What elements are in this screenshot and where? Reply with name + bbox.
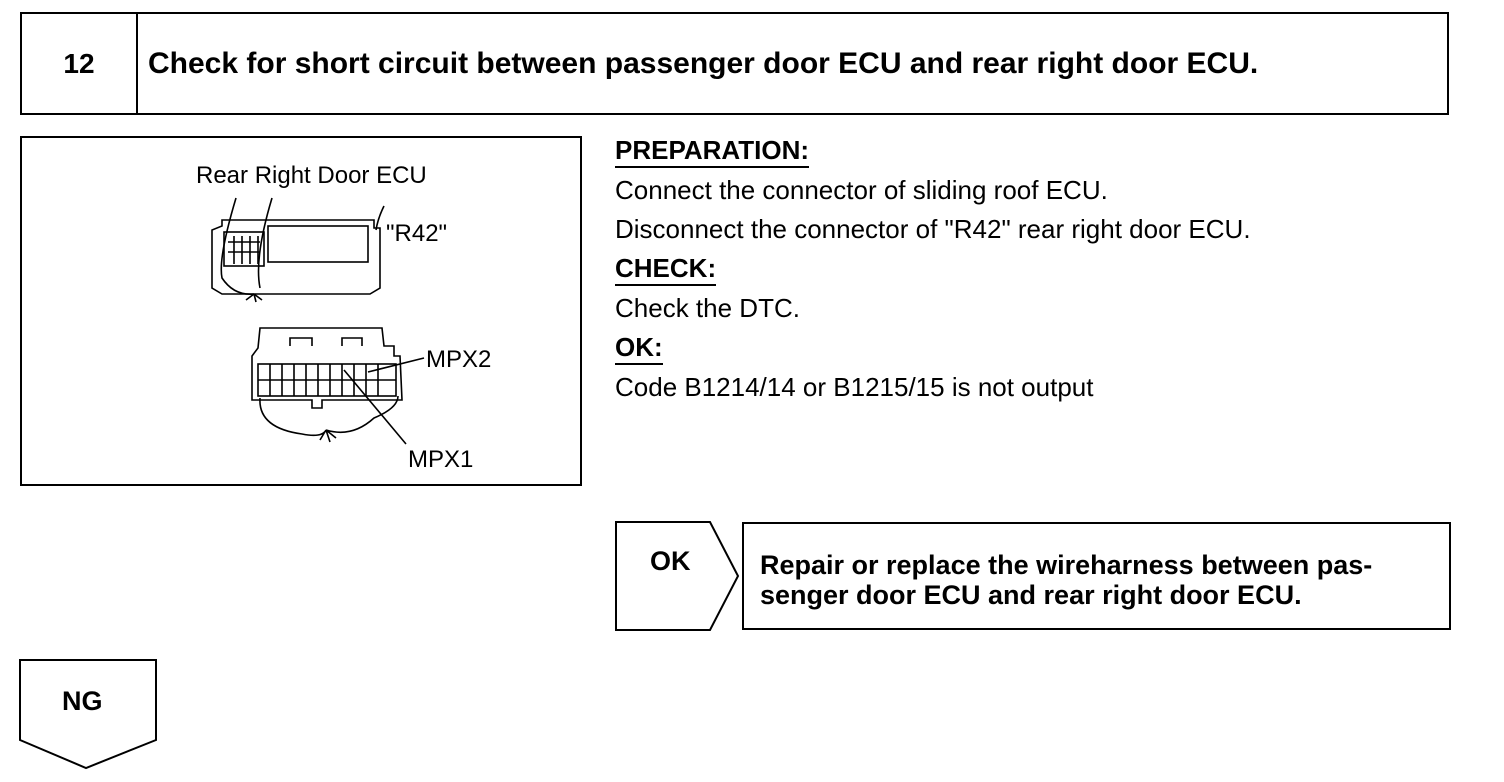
ecu-wire-harness: [220, 197, 263, 303]
mpx2-leader: [367, 357, 425, 373]
preparation-line: Connect the connector of sliding roof EC…: [615, 175, 1108, 205]
ecu-label: Rear Right Door ECU: [196, 162, 427, 189]
ok-action-box: Repair or replace the wireharness betwee…: [742, 522, 1451, 630]
ok-action-line: senger door ECU and rear right door ECU.: [760, 580, 1302, 610]
step-header: 12 Check for short circuit between passe…: [20, 12, 1449, 115]
ng-arrow-tab: [19, 659, 157, 770]
connector-diagram: [211, 197, 425, 445]
ok-arrow-tab: [615, 521, 740, 631]
mpx-connector-outline: [251, 327, 403, 409]
preparation-line: Disconnect the connector of "R42" rear r…: [615, 214, 1251, 244]
check-line: Check the DTC.: [615, 293, 800, 323]
ok-label: OK: [650, 546, 691, 576]
mpx1-label: MPX1: [408, 446, 474, 473]
instructions: PREPARATION: Connect the connector of sl…: [615, 131, 1475, 407]
step-title: Check for short circuit between passenge…: [148, 46, 1259, 80]
ok-criteria-line: Code B1214/14 or B1215/15 is not output: [615, 372, 1094, 402]
r42-leader: [375, 205, 385, 231]
mpx1-leader: [343, 369, 407, 445]
connector-figure: Rear Right Door ECU "R42" MPX2 MPX1: [20, 136, 582, 486]
ecu-window: [267, 225, 369, 263]
ok-heading: OK:: [615, 331, 663, 365]
ok-action-line: Repair or replace the wireharness betwee…: [760, 550, 1373, 580]
mpx-wire-harness: [259, 395, 399, 443]
connector-code-label: "R42": [386, 220, 448, 247]
mpx2-label: MPX2: [426, 346, 492, 373]
ecu-body-outline: [211, 219, 381, 295]
step-number: 12: [22, 14, 138, 113]
preparation-heading: PREPARATION:: [615, 134, 810, 168]
check-heading: CHECK:: [615, 252, 717, 286]
ng-label: NG: [62, 686, 103, 716]
